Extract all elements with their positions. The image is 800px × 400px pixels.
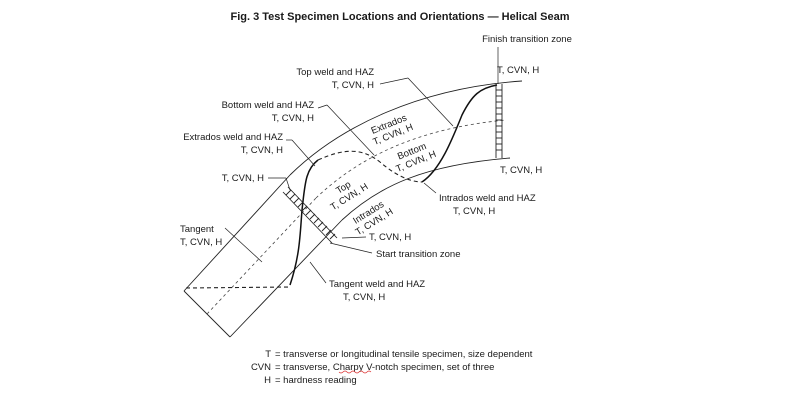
legend-h-key: H (264, 375, 271, 386)
top-region: Top T, CVN, H (329, 179, 371, 213)
top-weld-leader-a (379, 77, 409, 85)
bottom-dashed-seam (317, 150, 423, 183)
top-weld-label: Top weld and HAZ (296, 67, 374, 78)
tangent-centerline (206, 197, 317, 315)
intrados-weld-label: Intrados weld and HAZ (439, 193, 536, 204)
bottom-weld-leader-b (326, 104, 375, 156)
tangent-weld-leader (309, 261, 327, 284)
tangent-tests: T, CVN, H (180, 237, 222, 248)
start-tests-label: T, CVN, H (369, 232, 411, 243)
top-weld-tests: T, CVN, H (332, 80, 374, 91)
legend-t-key: T (265, 349, 271, 360)
tangent-dashed-seam (185, 286, 291, 289)
tangent-bottom-edge (229, 219, 343, 338)
helical-seam (185, 84, 498, 289)
legend-cvn-key: CVN (251, 362, 271, 373)
bottom-weld-tests: T, CVN, H (272, 113, 314, 124)
extrados-weld-label: Extrados weld and HAZ (183, 132, 283, 143)
tangent-top-edge (183, 174, 291, 292)
top-weld-leader-b (407, 77, 454, 127)
left-tests-label: T, CVN, H (222, 173, 264, 184)
tangent-leader (224, 227, 263, 263)
start-transition-leader (329, 242, 373, 254)
legend-cvn-desc-word: Charpy (333, 362, 364, 373)
intrados-weld-tests: T, CVN, H (453, 206, 495, 217)
finish-top-tests: T, CVN, H (497, 65, 539, 76)
tangent-label: Tangent (180, 224, 214, 235)
tangent-weld-label: Tangent weld and HAZ (329, 279, 425, 290)
start-transition-label: Start transition zone (376, 249, 461, 260)
figure-title: Fig. 3 Test Specimen Locations and Orien… (230, 11, 569, 23)
legend-cvn-desc-pre: = transverse, (275, 362, 333, 373)
extrados-edge (289, 80, 523, 176)
bottom-weld-label: Bottom weld and HAZ (222, 100, 315, 111)
extrados-weld-leader-b (291, 139, 316, 167)
start-tests-leader (341, 236, 367, 239)
leader-lines (224, 47, 499, 284)
bottom-weld-leader-a (317, 104, 328, 109)
legend-cvn-desc-post: V-notch specimen, set of three (363, 362, 494, 373)
legend-cvn-desc: = transverse, Charpy V-notch specimen, s… (275, 362, 494, 373)
bottom-region: Bottom T, CVN, H (395, 141, 438, 175)
spellcheck-underline (338, 370, 372, 374)
legend-t-desc: = transverse or longitudinal tensile spe… (275, 349, 533, 360)
intrados-weld-leader (423, 182, 437, 194)
tangent-weld-tests: T, CVN, H (343, 292, 385, 303)
finish-bottom-tests: T, CVN, H (500, 165, 542, 176)
tangent-seam-segment (289, 159, 319, 286)
start-transition-ladder (282, 186, 338, 244)
extrados-weld-tests: T, CVN, H (241, 145, 283, 156)
legend-h-desc: = hardness reading (275, 375, 357, 386)
finish-transition-label: Finish transition zone (482, 34, 572, 45)
left-tests-leader-b (285, 177, 291, 191)
intrados-edge (341, 157, 511, 221)
bend-seam-segment (421, 84, 498, 183)
pipe-outline (183, 80, 523, 338)
legend: T = transverse or longitudinal tensile s… (251, 349, 533, 386)
finish-transition-ladder (495, 84, 503, 158)
